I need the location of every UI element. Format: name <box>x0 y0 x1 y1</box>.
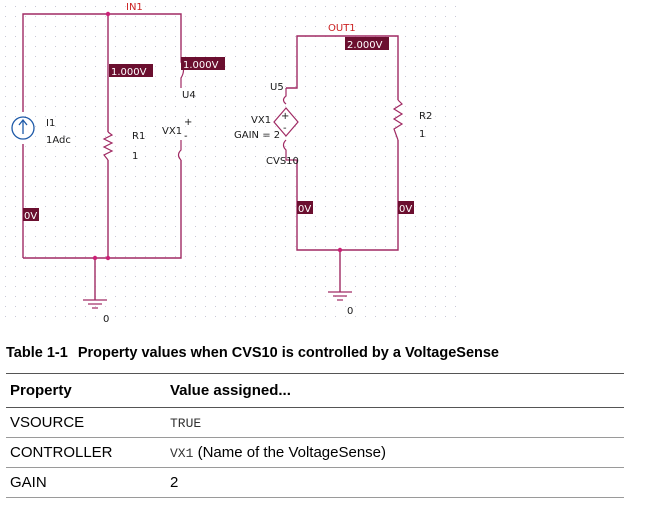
junction-dots <box>92 11 343 261</box>
table-caption: Table 1-1 Property values when CVS10 is … <box>6 345 499 361</box>
table-row: GAIN 2 <box>6 467 624 498</box>
ground-left-label: 0 <box>103 314 109 325</box>
volt-marker-in-right: 1.000V <box>183 60 219 71</box>
resistor1-ref: R1 <box>132 131 145 142</box>
volt-marker-zero-mid-bg <box>297 201 313 214</box>
wire-right-bottom <box>296 140 399 251</box>
cvs-plus: + <box>281 111 289 122</box>
probe-ref: U4 <box>182 90 196 101</box>
property-table: Property Value assigned... VSOURCE TRUE … <box>6 373 624 498</box>
cell-property: GAIN <box>6 467 166 498</box>
cell-value-code: VX1 <box>170 446 194 461</box>
voltage-markers <box>23 37 414 221</box>
table-header-row: Property Value assigned... <box>6 373 624 408</box>
wire-right-loop <box>286 35 399 100</box>
cell-value: 2 <box>166 467 624 498</box>
table-row: CONTROLLER VX1 (Name of the VoltageSense… <box>6 437 624 468</box>
resistor1-value: 1 <box>132 151 138 162</box>
net-label-out: OUT1 <box>328 23 356 34</box>
volt-marker-in-left-bg <box>109 64 153 77</box>
volt-marker-out: 2.000V <box>347 40 383 51</box>
table-caption-text: Property values when CVS10 is controlled… <box>77 345 499 361</box>
cvs-name: CVS10 <box>266 156 299 167</box>
current-source-i1 <box>11 116 35 140</box>
resistor-r1 <box>102 131 114 161</box>
volt-marker-in-left: 1.000V <box>111 67 147 78</box>
wires <box>22 13 399 300</box>
cvs-ref: U5 <box>270 82 284 93</box>
cell-value-text: (Name of the VoltageSense) <box>193 444 387 461</box>
probe-minus: - <box>184 131 188 142</box>
wire-u4-bottom <box>23 160 182 259</box>
header-value: Value assigned... <box>166 373 624 408</box>
source-value: 1Adc <box>46 135 71 146</box>
volt-marker-out-bg <box>345 37 389 50</box>
table-caption-number: Table 1-1 <box>6 345 68 361</box>
volt-marker-zero-right-bg <box>398 201 414 214</box>
probe-name: VX1 <box>162 126 182 137</box>
ground-right <box>328 291 352 301</box>
ground-right-label: 0 <box>347 306 353 317</box>
grid-dots <box>5 6 456 317</box>
volt-marker-zero-left: 0V <box>24 211 37 222</box>
ground-left <box>83 299 107 309</box>
cell-value-text: 2 <box>170 474 179 491</box>
cell-property: VSOURCE <box>6 407 166 438</box>
cvs-ctrl: VX1 <box>251 115 271 126</box>
resistor-r2 <box>392 99 404 141</box>
resistor2-value: 1 <box>419 129 425 140</box>
cell-property: CONTROLLER <box>6 437 166 468</box>
cvs-source <box>273 88 299 161</box>
cell-value-code: TRUE <box>170 416 202 431</box>
volt-marker-in-right-bg <box>181 57 225 70</box>
cell-value: VX1 (Name of the VoltageSense) <box>166 437 624 468</box>
resistor2-ref: R2 <box>419 111 432 122</box>
cvs-minus: - <box>283 123 287 134</box>
source-ref: I1 <box>46 118 55 129</box>
wire-top-left <box>22 13 182 112</box>
schematic-diagram: + - 0 0 1.000V 1.000V 2.000V 0V <box>5 2 456 325</box>
net-label-in: IN1 <box>126 2 143 13</box>
volt-marker-zero-left-bg <box>23 208 39 221</box>
cell-value: TRUE <box>166 407 624 438</box>
cvs-gain: GAIN = 2 <box>234 130 280 141</box>
header-property: Property <box>6 373 166 408</box>
volt-marker-zero-right: 0V <box>399 204 412 215</box>
table-row: VSOURCE TRUE <box>6 407 624 438</box>
probe-plus: + <box>184 117 192 128</box>
volt-marker-zero-mid: 0V <box>298 204 311 215</box>
